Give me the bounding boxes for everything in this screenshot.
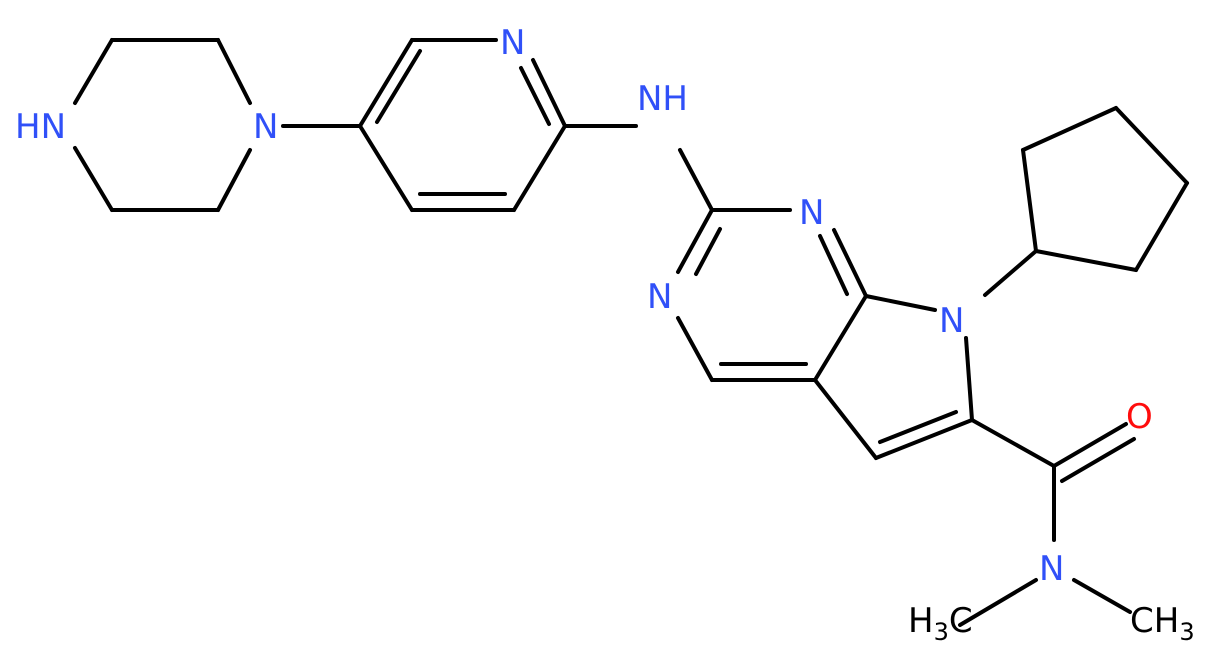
pyrrole-n-label: N [939, 301, 964, 341]
piperazine-ring [73, 38, 252, 212]
bond [512, 124, 567, 212]
pyrimidine-n1-label: N [799, 193, 824, 233]
bond [958, 578, 1038, 627]
bond [1021, 106, 1118, 152]
bond [1072, 578, 1132, 614]
bond [1052, 422, 1128, 468]
bond [813, 294, 868, 382]
methyl-right-label: CH3 [1130, 601, 1195, 646]
bond [1021, 148, 1038, 253]
pyridine-ring [358, 38, 567, 212]
bond [358, 124, 414, 212]
bond [358, 38, 414, 128]
bond [983, 249, 1038, 297]
bond [676, 316, 714, 382]
bond [964, 336, 974, 422]
bond [375, 49, 422, 124]
pyrrole-ring [813, 294, 974, 460]
cyclopentyl-ring [983, 106, 1189, 297]
bond [531, 58, 567, 128]
bond [73, 146, 114, 212]
bond [694, 227, 722, 276]
bond [878, 410, 958, 444]
pyridine-n-label: N [500, 23, 525, 63]
carboxamide-group [958, 418, 1136, 627]
bond [813, 378, 878, 460]
bond [1114, 106, 1189, 185]
bond [519, 66, 551, 126]
piperazine-n-label: N [253, 107, 278, 147]
carbonyl-o-label: O [1126, 397, 1153, 437]
bond [216, 148, 252, 212]
bond [832, 228, 868, 298]
pyrimidine-n3-label: N [647, 277, 672, 317]
piperazine-nh-label: HN [15, 107, 66, 147]
bond [678, 148, 714, 212]
bond [1134, 181, 1189, 272]
pyrimidine-ring [676, 208, 868, 382]
methyl-left-label: H3C [908, 601, 973, 646]
bond [676, 208, 714, 274]
bond [818, 234, 849, 296]
bond [73, 38, 114, 105]
amine-nh-label: NH [637, 79, 688, 119]
amide-n-label: N [1039, 549, 1064, 589]
bond [864, 294, 937, 312]
bond [1060, 437, 1136, 483]
bond [874, 418, 974, 460]
bond [970, 418, 1056, 468]
bond [1034, 249, 1138, 272]
bond [216, 38, 252, 105]
